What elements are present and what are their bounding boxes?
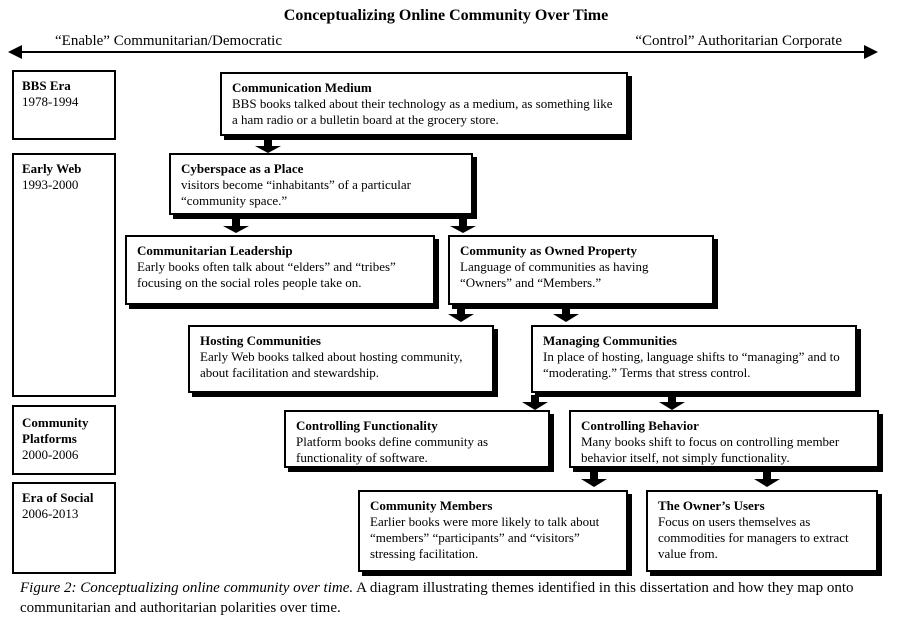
theme-title: Controlling Behavior: [581, 418, 699, 433]
theme-managing-communities: Managing Communities In place of hosting…: [531, 325, 857, 393]
arrow-owned-to-hosting: [448, 307, 474, 322]
arrow-behavior-to-members: [581, 472, 607, 487]
theme-title: Communitarian Leadership: [137, 243, 293, 258]
theme-text: Language of communities as having “Owner…: [460, 259, 649, 290]
authoritarian-pole-label: “Control” Authoritarian Corporate: [635, 33, 842, 49]
caption-text: A diagram illustrating themes identified…: [20, 580, 854, 616]
theme-title: Communication Medium: [232, 80, 372, 95]
figure-label: Figure 2: Conceptualizing online communi…: [20, 580, 354, 596]
era-bbs: BBS Era 1978-1994: [12, 70, 116, 140]
era-social: Era of Social 2006-2013: [12, 482, 116, 574]
theme-controlling-behavior: Controlling Behavior Many books shift to…: [569, 410, 879, 468]
theme-title: Community Members: [370, 498, 493, 513]
theme-text: Focus on users themselves as commodities…: [658, 514, 849, 561]
theme-hosting-communities: Hosting Communities Early Web books talk…: [188, 325, 494, 393]
theme-text: Early books often talk about “elders” an…: [137, 259, 396, 290]
theme-text: BBS books talked about their technology …: [232, 96, 613, 127]
era-community-platforms: Community Platforms 2000-2006: [12, 405, 116, 475]
theme-communitarian-leadership: Communitarian Leadership Early books oft…: [125, 235, 435, 305]
era-years: 2006-2013: [22, 506, 79, 521]
theme-text: Early Web books talked about hosting com…: [200, 349, 463, 380]
theme-controlling-functionality: Controlling Functionality Platform books…: [284, 410, 550, 468]
arrow-managing-to-behavior: [659, 395, 685, 410]
theme-text: In place of hosting, language shifts to …: [543, 349, 840, 380]
arrow-medium-to-cyberspace: [255, 138, 281, 153]
polarity-arrow-right-head: [864, 45, 878, 59]
theme-title: Community as Owned Property: [460, 243, 638, 258]
theme-title: Cyberspace as a Place: [181, 161, 304, 176]
figure-caption: Figure 2: Conceptualizing online communi…: [20, 578, 900, 618]
arrow-behavior-to-users: [754, 472, 780, 487]
theme-community-owned-property: Community as Owned Property Language of …: [448, 235, 714, 305]
era-name: Era of Social: [22, 490, 94, 505]
theme-owners-users: The Owner’s Users Focus on users themsel…: [646, 490, 878, 572]
theme-text: Platform books define community as funct…: [296, 434, 489, 465]
era-years: 1978-1994: [22, 94, 79, 109]
theme-title: Managing Communities: [543, 333, 677, 348]
era-early-web: Early Web 1993-2000: [12, 153, 116, 397]
theme-cyberspace-as-place: Cyberspace as a Place visitors become “i…: [169, 153, 473, 215]
theme-title: Controlling Functionality: [296, 418, 438, 433]
arrow-owned-to-managing: [553, 307, 579, 322]
era-name: Early Web: [22, 161, 82, 176]
theme-community-members: Community Members Earlier books were mor…: [358, 490, 628, 572]
theme-text: Many books shift to focus on controlling…: [581, 434, 840, 465]
era-years: 2000-2006: [22, 447, 79, 462]
arrow-cyberspace-to-leadership: [223, 219, 249, 233]
theme-communication-medium: Communication Medium BBS books talked ab…: [220, 72, 628, 136]
arrow-managing-to-functionality: [522, 395, 548, 410]
polarity-arrow-left-head: [8, 45, 22, 59]
era-name: Community Platforms: [22, 415, 89, 446]
theme-title: The Owner’s Users: [658, 498, 765, 513]
theme-title: Hosting Communities: [200, 333, 321, 348]
theme-text: Earlier books were more likely to talk a…: [370, 514, 600, 561]
era-name: BBS Era: [22, 78, 71, 93]
era-years: 1993-2000: [22, 177, 79, 192]
diagram-title: Conceptualizing Online Community Over Ti…: [283, 7, 609, 24]
theme-text: visitors become “inhabitants” of a parti…: [181, 177, 411, 208]
arrow-cyberspace-to-owned: [450, 219, 476, 233]
communitarian-pole-label: “Enable” Communitarian/Democratic: [55, 33, 282, 49]
flow-arrows: [223, 138, 780, 487]
